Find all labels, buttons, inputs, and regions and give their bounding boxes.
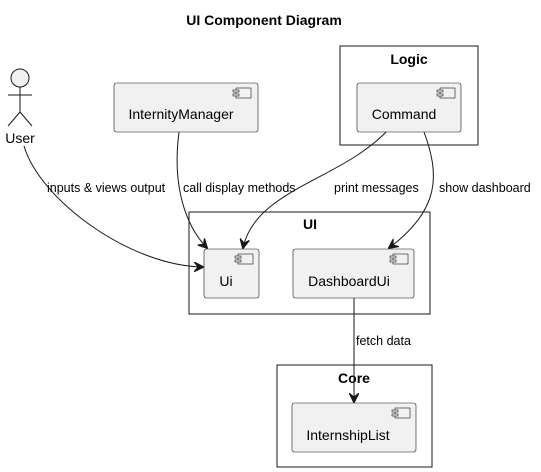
component-icon — [389, 253, 409, 265]
component-internship-list: InternshipList — [291, 402, 417, 453]
component-icon — [234, 253, 254, 265]
component-dashboard-ui-label: DashboardUi — [308, 273, 390, 289]
package-ui-label: UI — [303, 216, 317, 232]
stick-figure-icon — [7, 68, 33, 127]
edge-dashboard-to-list: fetch data — [354, 298, 411, 402]
edge-command-to-dashboard-label: show dashboard — [439, 181, 531, 195]
edge-command-to-dashboard: show dashboard — [389, 131, 531, 248]
diagram-title: UI Component Diagram — [186, 12, 342, 28]
component-internship-list-label: InternshipList — [306, 427, 389, 443]
edge-user-to-ui: inputs & views output — [23, 145, 203, 267]
edge-command-to-ui-label: print messages — [334, 181, 419, 195]
component-internity-manager: InternityManager — [113, 82, 259, 133]
edge-manager-to-ui-label: call display methods — [183, 181, 296, 195]
component-ui-label: Ui — [219, 273, 232, 289]
edge-command-to-ui: print messages — [243, 131, 419, 248]
component-icon — [391, 407, 411, 419]
component-internity-manager-label: InternityManager — [128, 106, 233, 122]
component-command: Command — [356, 82, 462, 133]
actor-user: User — [5, 68, 35, 146]
component-command-label: Command — [372, 106, 437, 122]
edge-dashboard-to-list-label: fetch data — [356, 334, 411, 348]
actor-user-label: User — [5, 130, 35, 146]
edge-user-to-ui-label: inputs & views output — [47, 181, 166, 195]
component-icon — [232, 87, 252, 99]
package-logic-label: Logic — [390, 51, 428, 67]
component-dashboard-ui: DashboardUi — [292, 248, 415, 299]
component-ui: Ui — [203, 248, 260, 299]
edge-manager-to-ui: call display methods — [176, 131, 296, 248]
component-icon — [436, 87, 456, 99]
